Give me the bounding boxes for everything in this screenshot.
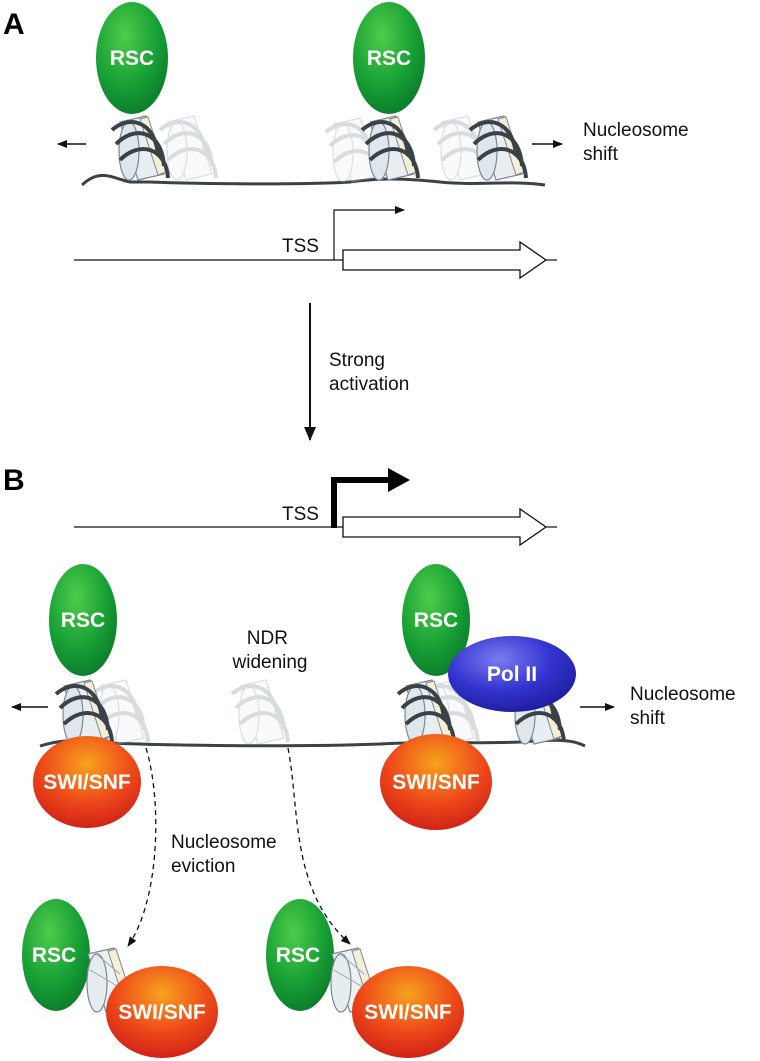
rsc-complex-b-right (402, 564, 470, 676)
panel-a-letter: A (3, 8, 25, 41)
evicted-rsc-left (22, 899, 90, 1011)
tss-label-b: TSS (282, 504, 319, 525)
evicted-rsc-right (266, 899, 334, 1011)
tss-arrow-b-head (388, 468, 410, 492)
strong-activation-label: Strong activation (329, 350, 409, 395)
eviction-arrow-right (287, 747, 351, 945)
panel-b-letter: B (3, 464, 25, 497)
nucleosome-shift-label-b: Nucleosome shift (630, 684, 741, 729)
shift-label-b-line1: Nucleosome (630, 684, 736, 705)
eviction-arrow-left (127, 747, 157, 947)
rsc-complex-b-left (49, 564, 117, 676)
evicted-swisnf-label-right: SWI/SNF (364, 1001, 452, 1024)
rsc-label-a-left: RSC (110, 47, 154, 70)
rsc-label-b-left: RSC (61, 609, 105, 632)
shift-label-b-line2: shift (630, 708, 666, 729)
pol-ii-label: Pol II (487, 663, 537, 686)
eviction-line1: Nucleosome (171, 832, 277, 853)
rsc-complex-a-right (353, 2, 425, 114)
pol-ii-complex (448, 636, 576, 712)
activation-line1: Strong (329, 350, 385, 371)
evicted-swisnf-left (106, 966, 218, 1058)
gene-body-arrow-a (342, 240, 548, 280)
shift-label-a-line1: Nucleosome (583, 120, 689, 141)
evicted-swisnf-right (352, 966, 464, 1058)
nucleosome-a-left (110, 114, 170, 182)
nucleosome-shift-label-a: Nucleosome shift (583, 120, 694, 165)
rsc-label-a-right: RSC (367, 47, 411, 70)
shift-label-a-line2: shift (583, 144, 619, 165)
rsc-label-b-right: RSC (414, 609, 458, 632)
swisnf-complex-b-right (380, 734, 492, 830)
ndr-line1: NDR (247, 628, 288, 649)
evicted-rsc-label-left: RSC (32, 944, 76, 967)
evicted-rsc-label-right: RSC (276, 944, 320, 967)
tss-arrow-b-shaft (331, 477, 390, 528)
nucleosome-eviction-label: Nucleosome eviction (171, 832, 282, 877)
evicted-swisnf-label-left: SWI/SNF (118, 1001, 206, 1024)
eviction-line2: eviction (171, 856, 235, 877)
activation-line2: activation (329, 374, 409, 395)
tss-arrow-a (333, 206, 405, 260)
swisnf-complex-b-left (33, 736, 141, 828)
swisnf-label-b-right: SWI/SNF (392, 771, 480, 794)
gene-body-arrow-b (342, 507, 548, 547)
swisnf-label-b-left: SWI/SNF (43, 771, 131, 794)
ndr-widening-label: NDR widening (232, 628, 308, 673)
tss-label-a: TSS (282, 236, 319, 257)
rsc-complex-a-left (96, 2, 168, 114)
ndr-line2: widening (232, 652, 308, 673)
nucleosome-ghost-b2 (230, 678, 290, 746)
